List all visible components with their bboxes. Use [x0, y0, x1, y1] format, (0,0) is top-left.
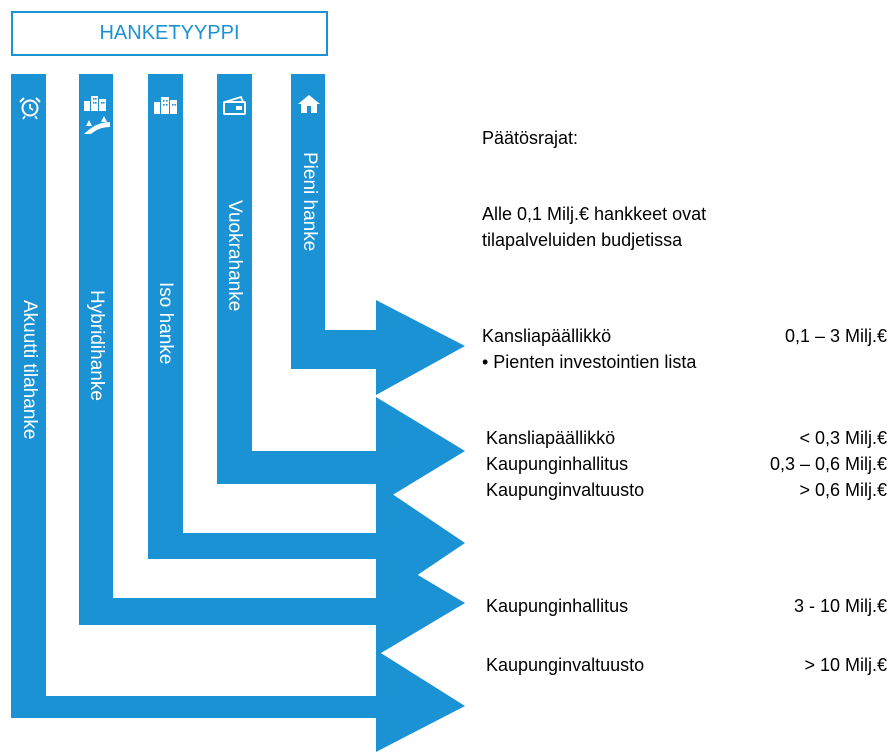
alarm-clock-icon	[19, 97, 41, 120]
arrow-iso-hanke	[148, 74, 465, 603]
large-city-council-decider: Kaupunginvaltuusto	[486, 655, 645, 675]
label-iso-hanke: Iso hanke	[155, 282, 176, 365]
large-city-council-range: > 10 Milj.€	[804, 655, 887, 675]
rental-range: > 0,6 Milj.€	[799, 480, 887, 500]
header-title: HANKETYYPPI	[99, 22, 240, 44]
small-project-bullet: • Pienten investointien lista	[482, 352, 697, 372]
label-pieni-hanke: Pieni hanke	[299, 152, 320, 252]
rental-range: 0,3 – 0,6 Milj.€	[769, 454, 887, 474]
label-akuutti-tilahanke: Akuutti tilahanke	[19, 300, 40, 440]
large-city-board-decider: Kaupunginhallitus	[486, 596, 629, 616]
header-box: HANKETYYPPI	[11, 11, 328, 56]
large-city-board-range: 3 - 10 Milj.€	[793, 596, 887, 616]
arrow-hybridihanke	[79, 74, 465, 656]
buildings-road-icon	[84, 96, 110, 134]
house-icon	[298, 95, 320, 113]
buildings-icon	[154, 97, 177, 114]
wallet-icon	[223, 95, 246, 115]
rental-decider: Kansliapäällikkö	[486, 428, 616, 448]
limits-title: Päätösrajat:	[482, 128, 579, 148]
arrow-vuokrahanke	[217, 74, 465, 505]
rental-range: < 0,3 Milj.€	[799, 428, 887, 448]
small-project-decider: Kansliapäällikkö	[482, 326, 612, 346]
small-project-range: 0,1 – 3 Milj.€	[784, 326, 887, 346]
rental-decider: Kaupunginvaltuusto	[486, 480, 645, 500]
budget-note-line-2: tilapalveluiden budjetissa	[482, 230, 683, 250]
rental-decider: Kaupunginhallitus	[486, 454, 629, 474]
label-vuokrahanke: Vuokrahanke	[224, 200, 245, 312]
arrow-akuutti-tilahanke	[11, 74, 465, 752]
label-hybridihanke: Hybridihanke	[86, 290, 107, 401]
budget-note-line-1: Alle 0,1 Milj.€ hankkeet ovat	[482, 204, 707, 224]
